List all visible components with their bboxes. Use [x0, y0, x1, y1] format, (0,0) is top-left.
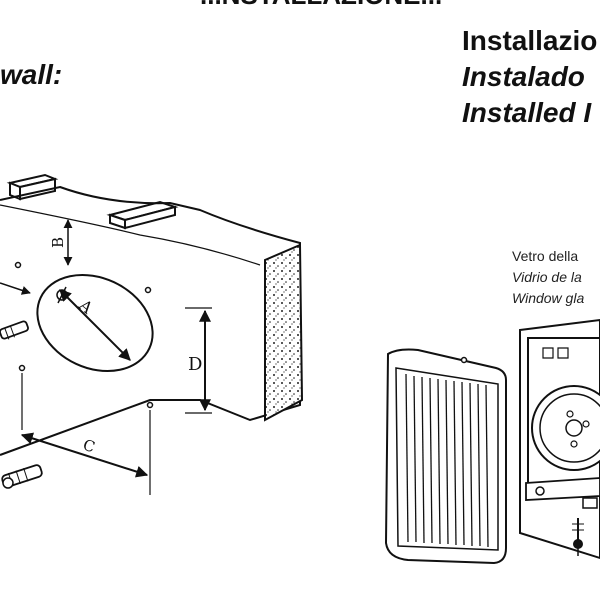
- wall-installation-illustration: A B D C: [0, 173, 304, 495]
- dim-label-d: D: [188, 354, 202, 375]
- top-cut-heading: ...NSTALLAZIONE...: [200, 0, 442, 12]
- screw: [572, 518, 584, 556]
- right-heading-spanish: Instalado: [462, 61, 585, 92]
- window-installation-illustration: [384, 318, 600, 565]
- dim-label-c: C: [81, 436, 97, 457]
- left-heading-wall: wall:: [0, 59, 63, 90]
- bottom-clamp: [525, 477, 600, 509]
- right-heading-english: Installed I: [462, 97, 592, 128]
- wall-outline: [0, 185, 301, 456]
- wall-plug-top: [0, 320, 29, 340]
- right-heading-italian: Installazio: [462, 25, 598, 56]
- wall-hole: [36, 273, 154, 373]
- wall-plug-bottom: [1, 464, 43, 489]
- glass-label-italian: Vetro della: [512, 248, 579, 264]
- glass-label-spanish: Vidrio de la: [512, 269, 582, 285]
- fan-front-cover: [384, 348, 507, 565]
- batten-right: [106, 200, 179, 230]
- glass-label-english: Window gla: [512, 290, 585, 306]
- fan-body: [527, 337, 600, 494]
- dim-label-b: B: [49, 237, 67, 248]
- wall-thickness: [264, 243, 304, 422]
